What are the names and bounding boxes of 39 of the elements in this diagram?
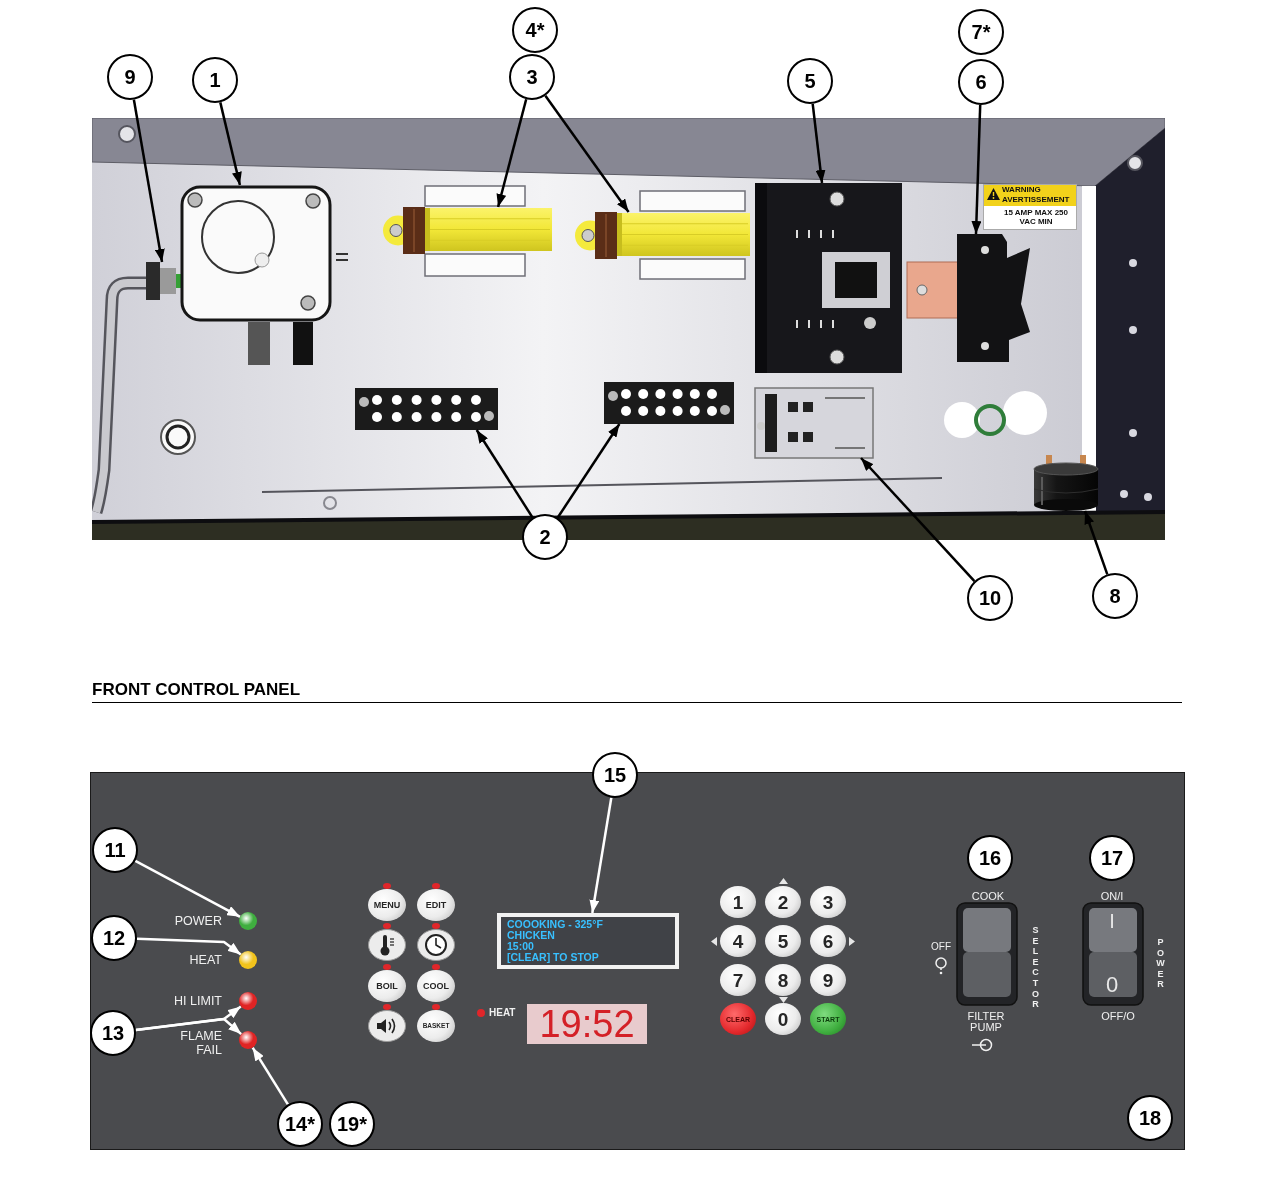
callout-number: 10 — [967, 575, 1013, 621]
callout-number: 3 — [509, 54, 555, 100]
switch-position-label: OFF/O — [1101, 1010, 1135, 1022]
leader-arrow — [251, 1047, 289, 1106]
switch-position-label: FILTER PUMP — [966, 1011, 1006, 1033]
warning-heading: AVERTISSEMENT — [1002, 195, 1070, 204]
switch-position-label: COOK — [971, 890, 1005, 902]
switch-position-label: OFF — [931, 942, 951, 952]
switch-position-label: ON/I — [1100, 890, 1124, 902]
rating-text: 15 AMP MAX 250 VAC MIN — [1003, 208, 1069, 226]
indicator-label: FLAME FAIL — [179, 1029, 222, 1057]
display-text: [CLEAR] TO STOP — [507, 952, 599, 963]
callout-number: 1 — [192, 57, 238, 103]
leader-arrow — [135, 1017, 243, 1036]
indicator-label: POWER — [174, 914, 222, 928]
leader-arrow — [136, 937, 242, 956]
display-text: COOOKING - 325°F — [507, 919, 603, 930]
switch-marking: 0 — [1105, 974, 1119, 996]
lcd-display — [497, 913, 679, 969]
leader-arrow — [134, 859, 241, 918]
display-text: 15:00 — [507, 941, 534, 952]
leader-arrow — [589, 797, 613, 914]
callout-number: 9 — [107, 54, 153, 100]
callout-number: 7* — [958, 9, 1004, 55]
callout-number: 15 — [592, 752, 638, 798]
switch-marking: I — [1109, 911, 1115, 931]
display-text: CHICKEN — [507, 930, 555, 941]
indicator-label: HEAT — [489, 1008, 516, 1018]
callout-number: 4* — [512, 7, 558, 53]
section-heading: FRONT CONTROL PANEL — [92, 681, 301, 698]
indicator-label: HEAT — [189, 953, 222, 967]
switch-label: POWER — [1155, 937, 1165, 990]
callout-number: 6 — [958, 59, 1004, 105]
callout-number: 8 — [1092, 573, 1138, 619]
switch-label: SELECTOR — [1030, 925, 1040, 1010]
timer-display: 19:52 — [527, 1004, 647, 1044]
warning-heading: WARNING — [1002, 185, 1041, 194]
callout-number: 5 — [787, 58, 833, 104]
indicator-label: HI LIMIT — [174, 994, 222, 1008]
